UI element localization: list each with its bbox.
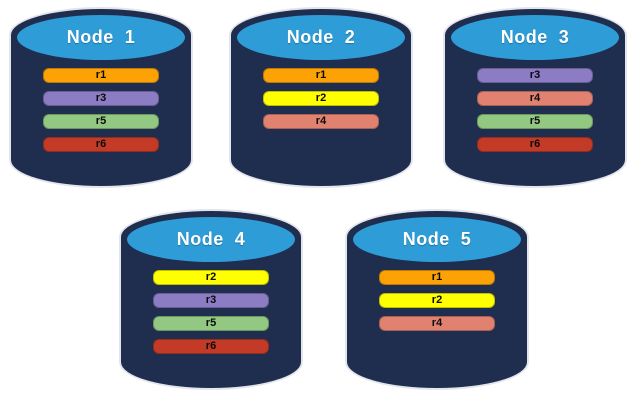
replica-bar: r6 [43,137,159,152]
cylinder-top-ellipse: Node 2 [237,15,405,60]
node-title: Node 1 [66,27,136,47]
replica-bars: r1 r3 r5 r6 [11,68,191,152]
replica-bar: r4 [263,114,379,129]
node-cylinder: Node 3 r3 r4 r5 r6 [445,9,625,186]
cylinder-top-ellipse: Node 5 [353,217,521,262]
node-cylinder: Node 5 r1 r2 r4 [347,211,527,388]
cylinder-top-ellipse: Node 1 [17,15,185,60]
replica-bars: r1 r2 r4 [231,68,411,129]
replica-bar: r2 [263,91,379,106]
node-title: Node 5 [402,229,472,249]
replica-bar: r1 [379,270,495,285]
replica-bar: r6 [477,137,593,152]
replica-bar: r5 [43,114,159,129]
replica-bar: r1 [263,68,379,83]
replica-bars: r1 r2 r4 [347,270,527,331]
node-cylinder: Node 1 r1 r3 r5 r6 [11,9,191,186]
replica-bar: r3 [43,91,159,106]
cylinder-top-ellipse: Node 3 [451,15,619,60]
replica-bar: r5 [153,316,269,331]
replica-bars: r3 r4 r5 r6 [445,68,625,152]
node-cylinder: Node 2 r1 r2 r4 [231,9,411,186]
replica-bar: r4 [379,316,495,331]
replica-bar: r2 [153,270,269,285]
replica-bar: r3 [153,293,269,308]
replica-bar: r5 [477,114,593,129]
cylinder-top-ellipse: Node 4 [127,217,295,262]
replica-bar: r1 [43,68,159,83]
node-title: Node 2 [286,27,356,47]
node-title: Node 4 [176,229,246,249]
replica-bars: r2 r3 r5 r6 [121,270,301,354]
replica-bar: r2 [379,293,495,308]
node-cylinder: Node 4 r2 r3 r5 r6 [121,211,301,388]
replica-bar: r4 [477,91,593,106]
replica-bar: r3 [477,68,593,83]
replica-bar: r6 [153,339,269,354]
node-title: Node 3 [500,27,570,47]
